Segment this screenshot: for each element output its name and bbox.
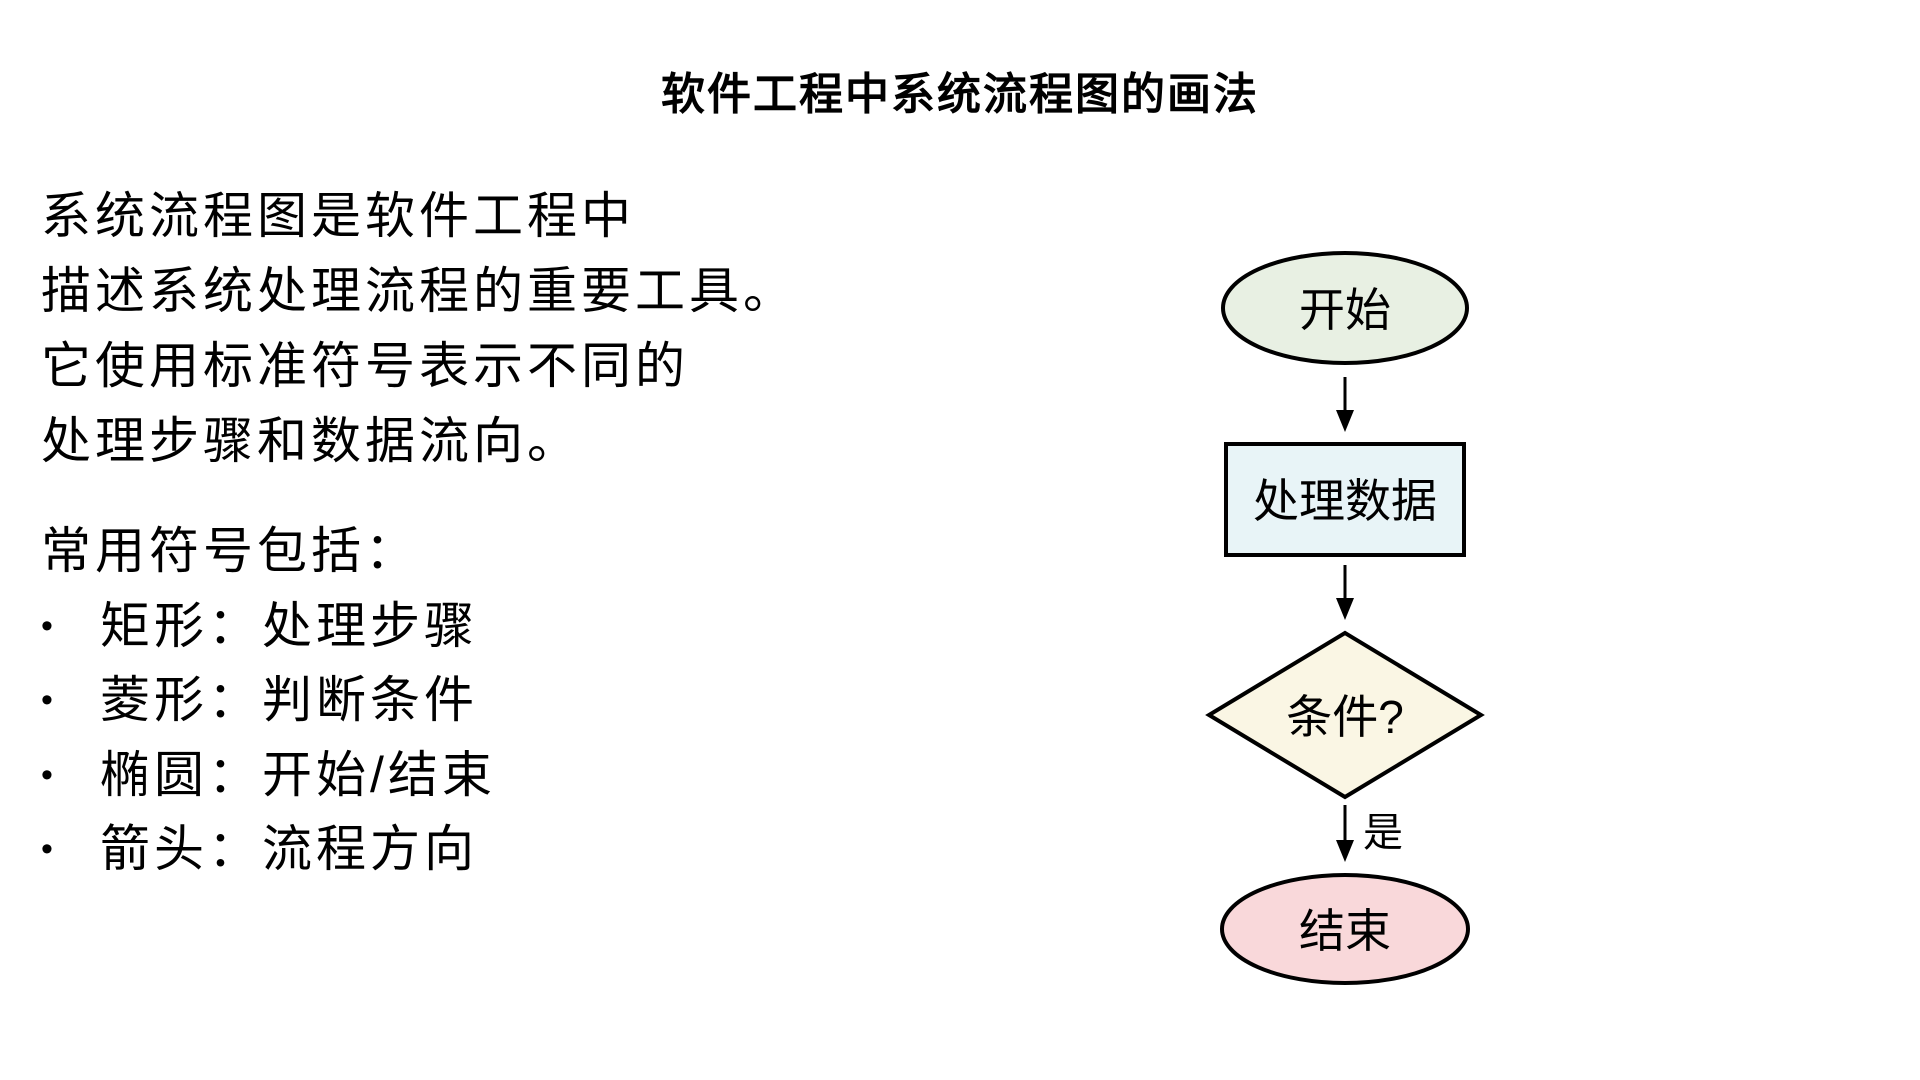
- legend-item-diamond: • 菱形：判断条件: [41, 663, 496, 738]
- decision-node: [1205, 630, 1485, 800]
- intro-line: 系统流程图是软件工程中: [41, 188, 635, 244]
- legend-item-label: 矩形：处理步骤: [100, 597, 478, 654]
- intro-line: 它使用标准符号表示不同的: [41, 338, 689, 394]
- bullet-icon: •: [41, 606, 57, 645]
- page-title: 软件工程中系统流程图的画法: [661, 70, 1259, 119]
- legend-item-arrow: • 箭头：流程方向: [41, 812, 496, 887]
- symbols-legend: 常用符号包括： • 矩形：处理步骤 • 菱形：判断条件 • 椭圆：开始/结束 • 箭头：…: [41, 514, 496, 887]
- yes-edge-label: 是: [1363, 811, 1403, 855]
- decision-node-label: 条件?: [1286, 691, 1404, 743]
- process-node-label: 处理数据: [1253, 475, 1437, 527]
- intro-line: 处理步骤和数据流向。: [41, 413, 581, 469]
- start-node-label: 开始: [1299, 284, 1391, 336]
- end-node: [1220, 873, 1470, 985]
- bullet-icon: •: [41, 830, 57, 868]
- symbols-heading: 常用符号包括：: [41, 523, 419, 579]
- end-node-label: 结束: [1299, 905, 1391, 957]
- bullet-icon: •: [41, 755, 57, 794]
- process-node: [1224, 442, 1466, 557]
- legend-item-ellipse: • 椭圆：开始/结束: [41, 738, 496, 813]
- legend-item-label: 菱形：判断条件: [100, 672, 478, 728]
- start-node: [1221, 251, 1469, 365]
- intro-line: 描述系统处理流程的重要工具。: [41, 263, 797, 319]
- flowchart: 开始 处理数据 条件? 是 结束: [1205, 251, 1485, 985]
- arrowhead-icon: [1336, 410, 1354, 432]
- arrowhead-icon: [1336, 598, 1354, 620]
- legend-item-rectangle: • 矩形：处理步骤: [41, 589, 496, 664]
- bullet-icon: •: [41, 681, 57, 719]
- legend-item-label: 椭圆：开始/结束: [100, 746, 496, 803]
- arrowhead-icon: [1336, 840, 1354, 862]
- legend-item-label: 箭头：流程方向: [100, 821, 478, 877]
- intro-paragraph: 系统流程图是软件工程中 描述系统处理流程的重要工具。 它使用标准符号表示不同的 …: [41, 179, 797, 479]
